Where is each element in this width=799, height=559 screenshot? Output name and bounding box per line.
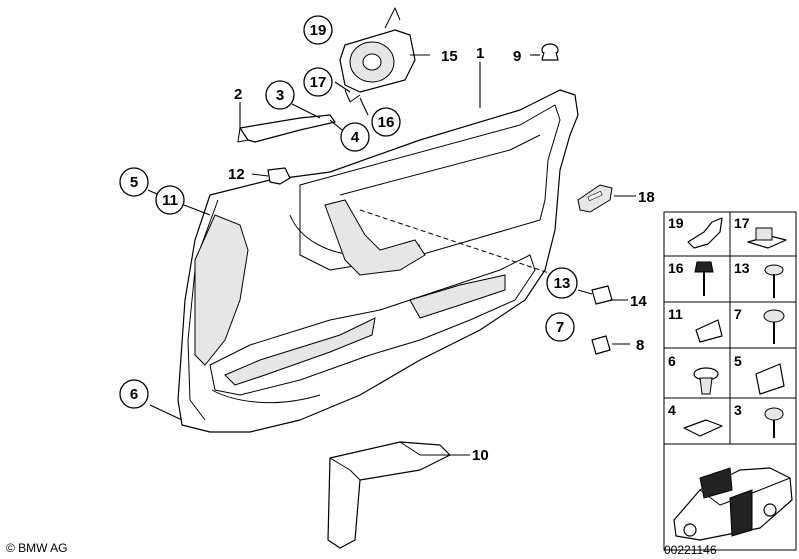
callout-4: 4 <box>351 129 360 146</box>
legend-label-16: 16 <box>668 260 684 276</box>
legend-nut-17-icon <box>747 227 787 249</box>
callout-19: 19 <box>310 22 327 39</box>
speaker-part <box>339 7 416 103</box>
callout-9: 9 <box>513 48 521 65</box>
emblem-part <box>577 184 613 213</box>
cover-cap-14 <box>591 285 613 305</box>
legend-screw-16-icon <box>694 261 714 296</box>
legend-label-4: 4 <box>668 402 676 418</box>
legend-screw-7-icon <box>763 309 785 344</box>
callout-3: 3 <box>276 87 284 104</box>
door-trim-panel <box>177 89 579 433</box>
legend-label-13: 13 <box>734 260 750 276</box>
legend-rivet-6-icon <box>693 367 719 395</box>
callout-8: 8 <box>636 337 644 354</box>
callout-14: 14 <box>630 293 647 310</box>
legend-label-11: 11 <box>668 306 683 322</box>
legend-label-7: 7 <box>734 306 742 322</box>
callout-5: 5 <box>130 174 138 191</box>
legend-label-19: 19 <box>668 215 684 231</box>
legend-screw-13-icon <box>764 264 784 298</box>
callout-12: 12 <box>228 166 245 183</box>
legend-clip-5-icon <box>755 363 785 395</box>
circled-callouts: 19 3 17 16 4 5 11 6 13 7 <box>119 15 578 409</box>
callout-16: 16 <box>378 114 395 131</box>
clip-part <box>267 167 291 185</box>
bracket-part <box>237 114 336 143</box>
car-location-icon <box>673 467 793 541</box>
legend-clip-19-icon <box>687 217 723 249</box>
legend-nut-4-icon <box>683 419 723 437</box>
legend-label-17: 17 <box>734 215 750 231</box>
callout-6: 6 <box>130 386 138 403</box>
diagram-id: 00221146 <box>664 543 717 557</box>
legend-label-3: 3 <box>734 402 742 418</box>
armrest-insert <box>327 441 451 549</box>
callout-15: 15 <box>441 48 458 65</box>
callout-1: 1 <box>476 45 484 62</box>
copyright-text: © BMW AG <box>6 541 68 555</box>
cover-cap-8 <box>591 335 611 355</box>
callout-2: 2 <box>234 86 242 103</box>
callout-18: 18 <box>638 189 655 206</box>
legend-clip-11-icon <box>695 319 723 343</box>
callout-13: 13 <box>554 275 571 292</box>
legend-label-6: 6 <box>668 353 676 369</box>
leader-lines <box>147 54 636 456</box>
callout-17: 17 <box>310 74 327 91</box>
fastener-legend: 19 17 16 13 11 7 6 5 4 3 <box>663 211 797 551</box>
legend-screw-3-icon <box>764 407 784 438</box>
callout-7: 7 <box>556 319 564 336</box>
callout-11: 11 <box>162 192 178 209</box>
callout-10: 10 <box>472 447 489 464</box>
cap-part <box>541 43 559 61</box>
legend-label-5: 5 <box>734 353 742 369</box>
callout-labels: 15 1 9 2 12 18 14 8 10 <box>228 45 655 464</box>
